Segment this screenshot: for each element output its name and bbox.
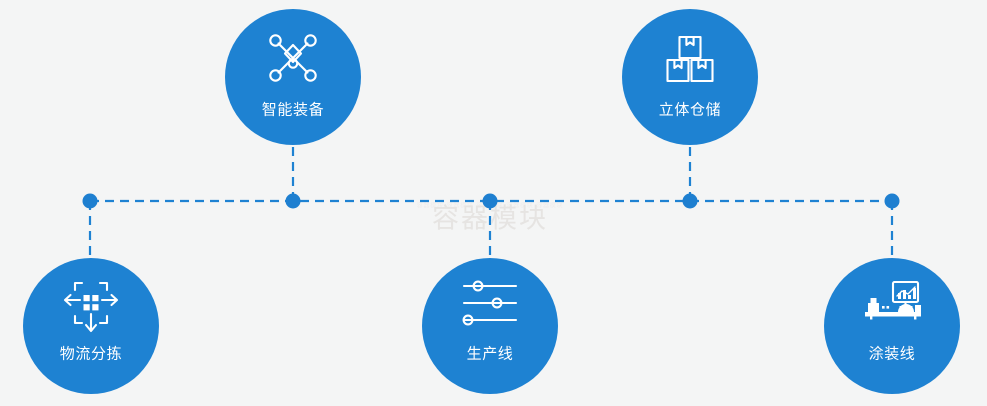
node-stereoscopic-warehouse[interactable]: 立体仓储: [622, 9, 758, 145]
network-nodes-icon: [269, 34, 317, 82]
node-production-line[interactable]: 生产线: [422, 258, 558, 394]
junction-dot-5[interactable]: [884, 193, 900, 209]
node-label: 物流分拣: [60, 345, 122, 363]
watermark-label: 容器模块: [432, 204, 548, 235]
node-label: 智能装备: [262, 101, 324, 119]
sliders-icon: [462, 280, 518, 326]
node-intelligent-equipment[interactable]: 智能装备: [225, 9, 361, 145]
node-logistics-sorting[interactable]: 物流分拣: [23, 258, 159, 394]
node-label: 生产线: [467, 345, 514, 363]
node-label: 涂装线: [869, 345, 916, 363]
node-circle[interactable]: [422, 258, 558, 394]
junction-dot-1[interactable]: [82, 193, 98, 209]
node-painting-line[interactable]: 涂装线: [824, 258, 960, 394]
connector-group: [88, 145, 894, 262]
factory-monitor-icon: [865, 280, 921, 320]
junction-dot-4[interactable]: [682, 193, 698, 209]
junction-dot-2[interactable]: [285, 193, 301, 209]
node-circle[interactable]: [824, 258, 960, 394]
junction-dot-3[interactable]: [482, 193, 498, 209]
junction-dot-group: [82, 193, 900, 209]
node-circle[interactable]: [225, 9, 361, 145]
node-label: 立体仓储: [659, 101, 721, 119]
stacked-boxes-icon: [666, 35, 714, 83]
node-circle[interactable]: [622, 9, 758, 145]
sorting-scan-icon: [63, 281, 119, 333]
